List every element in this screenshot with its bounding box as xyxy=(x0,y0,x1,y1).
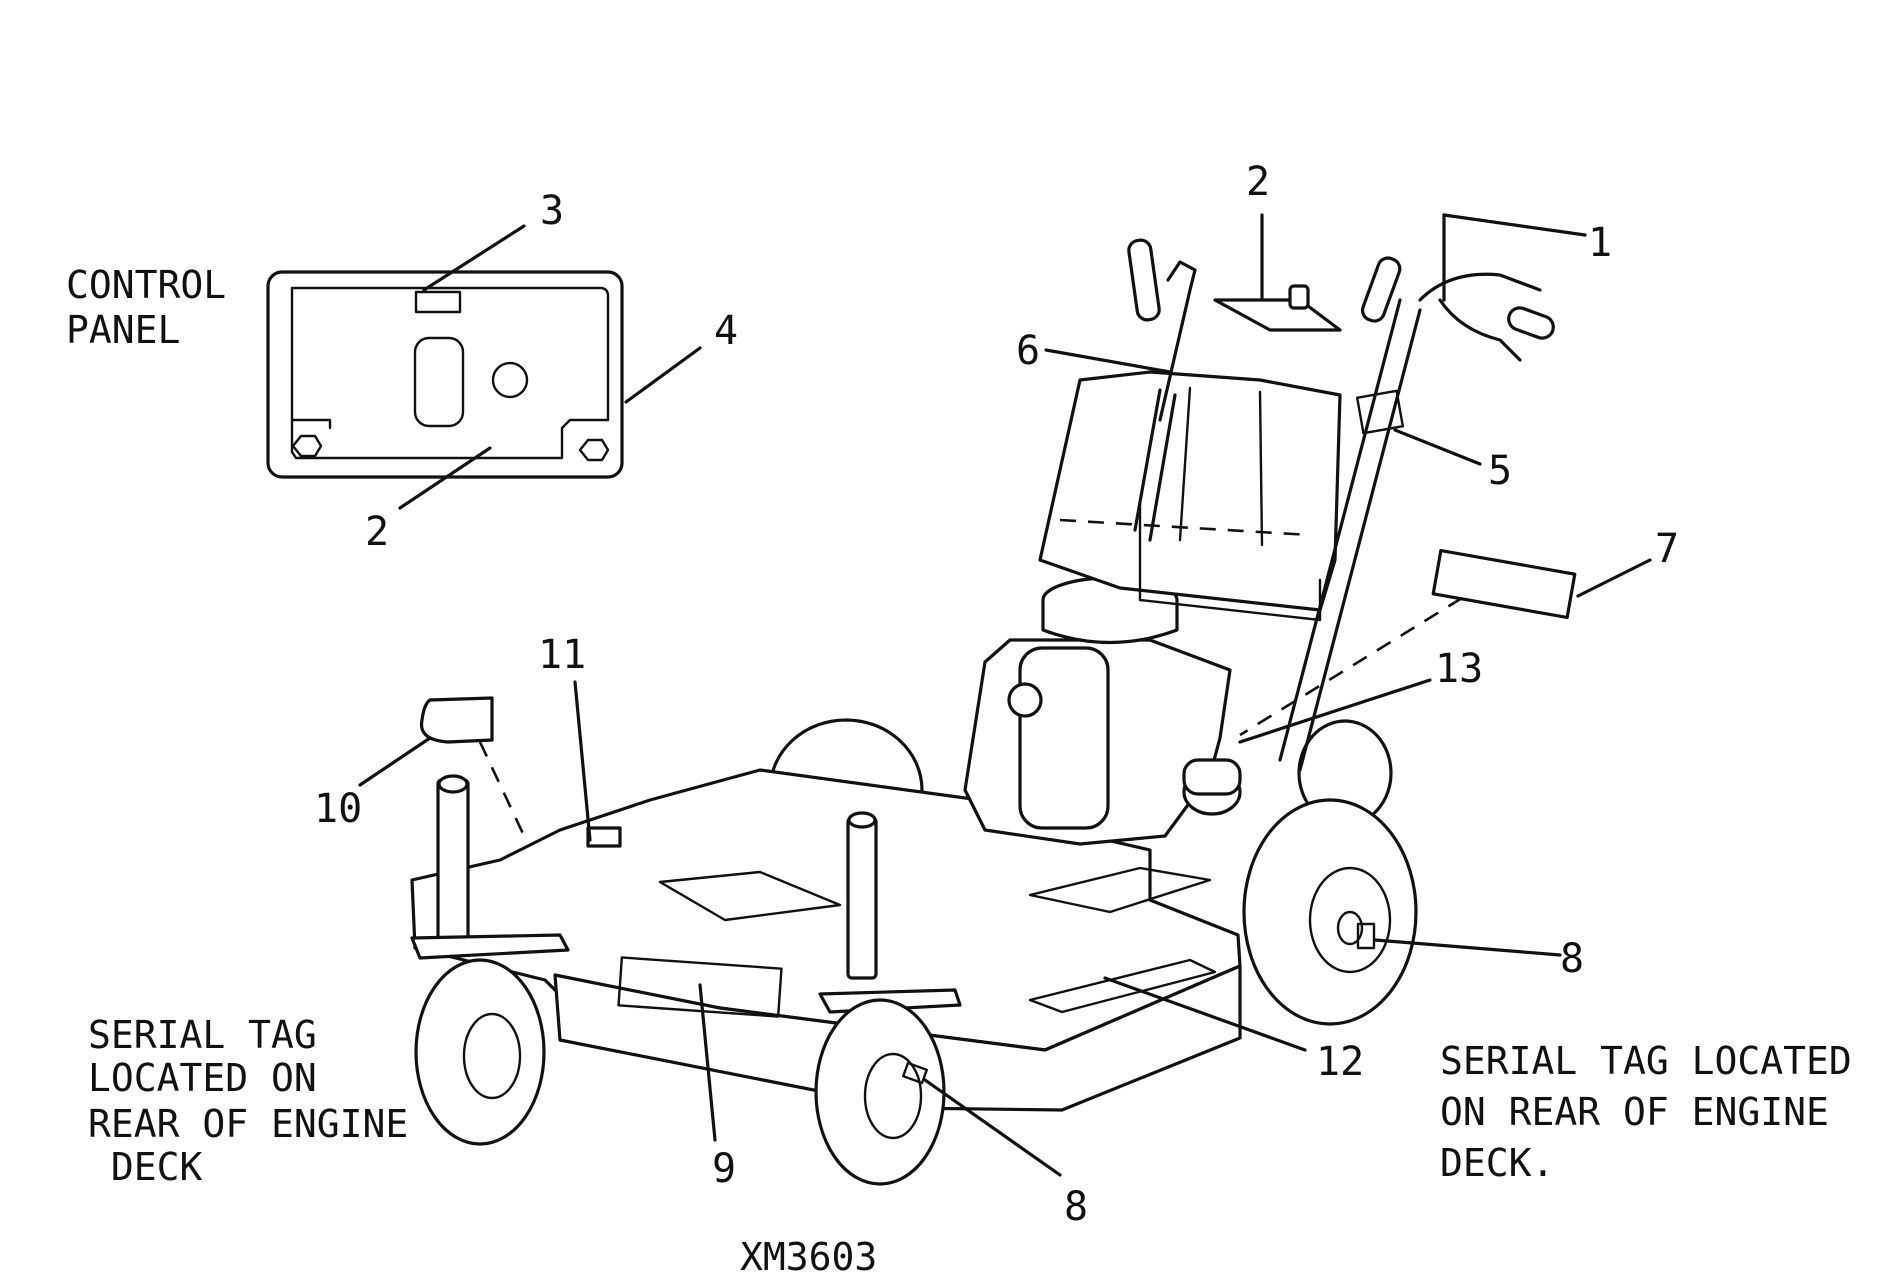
control-panel-label-line-2: PANEL xyxy=(66,308,180,352)
front-right-caster xyxy=(814,811,962,1186)
handle-left xyxy=(1133,388,1177,542)
mower-illustration xyxy=(410,238,1577,1186)
rear-right-wheel-hub xyxy=(1308,866,1392,974)
decal-5 xyxy=(1355,389,1405,435)
panel-callout-numbers: 3 4 2 xyxy=(365,188,738,555)
fuel-tank xyxy=(1038,370,1342,612)
figure-id: XM3603 xyxy=(740,1235,877,1277)
engine-shroud xyxy=(1018,646,1110,830)
serial-tag-note-right: SERIAL TAG LOCATED ON REAR OF ENGINE DEC… xyxy=(1440,1039,1852,1185)
axle-nut xyxy=(1356,922,1376,950)
callout-6: 6 xyxy=(1016,328,1040,374)
wheel-axle xyxy=(1336,910,1364,946)
decal-9 xyxy=(617,956,783,1018)
decal-8-caster xyxy=(902,1061,928,1085)
figure-id-caption: XM3603 xyxy=(740,1235,877,1277)
callout-9: 9 xyxy=(712,1146,736,1192)
callout-5: 5 xyxy=(1488,448,1512,494)
serial-left-line-3: REAR OF ENGINE xyxy=(88,1102,408,1146)
callout-leaders xyxy=(358,213,1652,1177)
callout-8-wheel: 8 xyxy=(1560,936,1584,982)
callout-12: 12 xyxy=(1316,1039,1364,1085)
mower-callout-numbers: 2 1 6 5 7 13 11 10 8 12 9 8 xyxy=(314,159,1679,1230)
rear-right-wheel xyxy=(1242,798,1418,1026)
serial-left-line-1: SERIAL TAG xyxy=(88,1013,317,1057)
control-panel-inner-border xyxy=(290,286,610,460)
decal-7 xyxy=(1431,548,1577,620)
panel-hex-bolt-right xyxy=(578,438,610,462)
callout-8-caster: 8 xyxy=(1064,1184,1088,1230)
decal-12 xyxy=(1028,958,1217,1014)
serial-right-line-3: DECK. xyxy=(1440,1141,1554,1185)
callout-2-panel: 2 xyxy=(365,509,389,555)
engine-knob xyxy=(1007,682,1043,718)
control-panel-detail xyxy=(266,224,702,510)
control-panel-note: CONTROL PANEL xyxy=(66,263,226,352)
callout-3: 3 xyxy=(540,188,564,234)
panel-hex-bolt-left xyxy=(291,434,323,458)
engine-pulley xyxy=(1041,600,1179,645)
control-panel-label-line-1: CONTROL xyxy=(66,263,226,307)
serial-left-line-4: DECK xyxy=(88,1145,203,1189)
callout-13: 13 xyxy=(1435,646,1483,692)
callout-4: 4 xyxy=(714,308,738,354)
serial-right-line-1: SERIAL TAG LOCATED xyxy=(1440,1039,1852,1083)
panel-slot xyxy=(413,336,465,428)
panel-decal-tag xyxy=(414,290,462,314)
panel-round-hole xyxy=(491,361,529,399)
callout-11: 11 xyxy=(538,632,586,678)
callout-2-mower: 2 xyxy=(1246,159,1270,205)
callout-7: 7 xyxy=(1655,526,1679,572)
serial-left-line-2: LOCATED ON xyxy=(88,1056,317,1100)
callout-10: 10 xyxy=(314,786,362,832)
serial-tag-note-left: SERIAL TAG LOCATED ON REAR OF ENGINE DEC… xyxy=(88,1013,408,1189)
serial-right-line-2: ON REAR OF ENGINE xyxy=(1440,1090,1829,1134)
handle-right xyxy=(1278,298,1422,772)
callout-1: 1 xyxy=(1588,220,1612,266)
front-left-caster xyxy=(410,774,570,1146)
decal-10 xyxy=(419,696,494,744)
decal-11-bracket xyxy=(586,826,622,848)
